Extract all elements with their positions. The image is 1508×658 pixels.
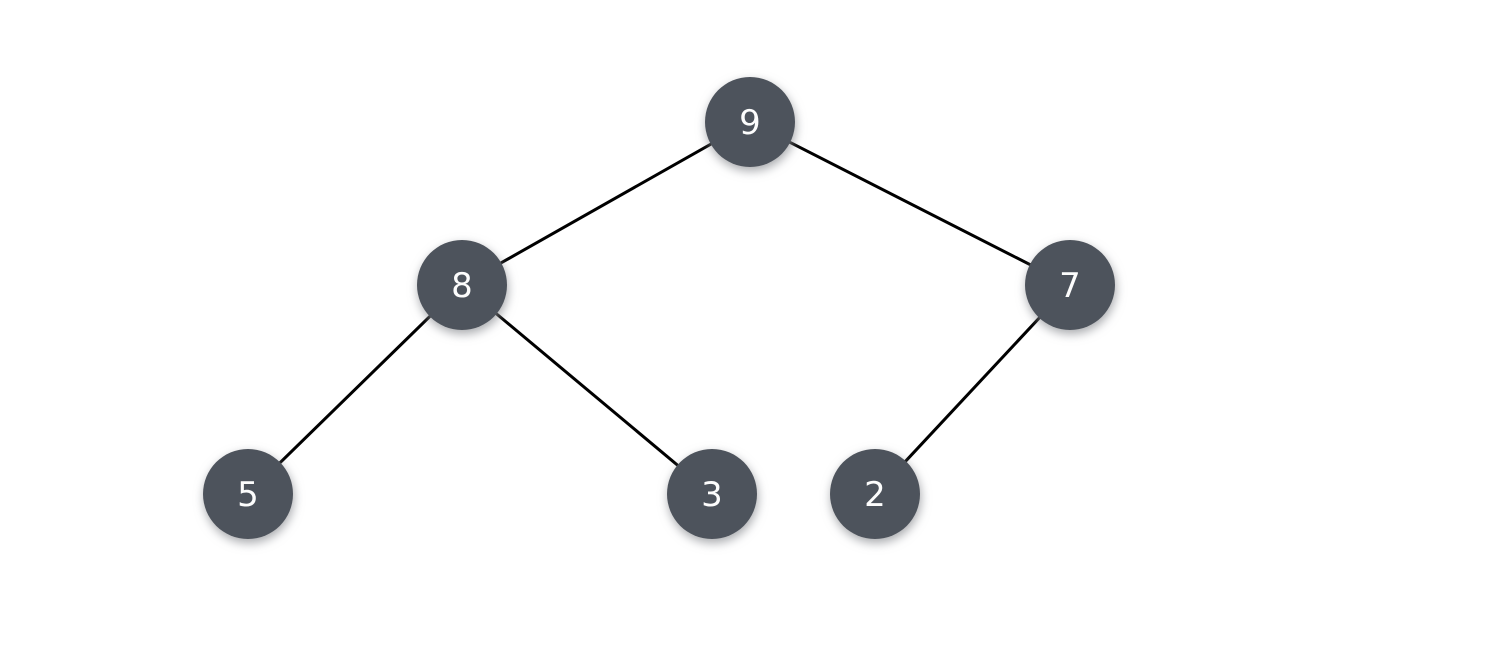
node-circle-7[interactable]	[1025, 240, 1115, 330]
nodes-group: 9 8 7 5 3 2	[203, 77, 1115, 539]
tree-node-8[interactable]: 8	[417, 240, 507, 330]
tree-edge-9-7	[749, 120, 1071, 287]
tree-node-2[interactable]: 2	[830, 449, 920, 539]
node-circle-5[interactable]	[203, 449, 293, 539]
node-label-2: 2	[864, 475, 886, 515]
tree-edge-9-8	[461, 120, 751, 287]
node-label-5: 5	[237, 475, 259, 515]
tree-node-5[interactable]: 5	[203, 449, 293, 539]
tree-node-9[interactable]: 9	[705, 77, 795, 167]
tree-edge-8-3	[461, 283, 713, 496]
node-label-7: 7	[1059, 266, 1081, 306]
node-label-3: 3	[701, 475, 723, 515]
node-circle-8[interactable]	[417, 240, 507, 330]
node-circle-3[interactable]	[667, 449, 757, 539]
node-circle-2[interactable]	[830, 449, 920, 539]
tree-edge-7-2	[873, 283, 1072, 496]
tree-node-3[interactable]: 3	[667, 449, 757, 539]
node-label-8: 8	[451, 266, 473, 306]
edges-group	[246, 120, 1072, 496]
tree-edge-8-5	[246, 283, 464, 496]
tree-node-7[interactable]: 7	[1025, 240, 1115, 330]
node-circle-9[interactable]	[705, 77, 795, 167]
node-label-9: 9	[739, 103, 761, 143]
